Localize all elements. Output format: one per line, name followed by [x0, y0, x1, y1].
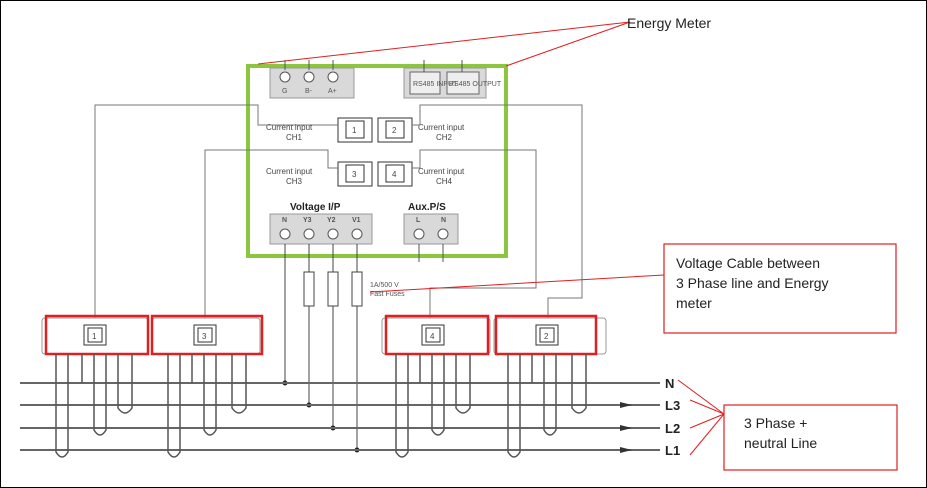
fuse-y3 [303, 271, 315, 307]
label-fuse_label_line1: 1A/500 V [370, 282, 399, 289]
label-fuse_label_line2: Fast Fuses [370, 291, 405, 298]
top-terminal-g: G [279, 71, 291, 95]
label-meter-voltage_terminals-2: Y2 [327, 217, 336, 224]
label-lines-1: L3 [665, 398, 680, 413]
rs485-output-port [446, 71, 480, 95]
fuse-y2 [327, 271, 339, 307]
top-terminal-b: B- [303, 71, 315, 95]
aux-terminal-block [403, 213, 459, 245]
energy-meter-pointer-1 [257, 21, 631, 65]
energy-meter-label: Energy Meter [627, 15, 711, 31]
label-meter-voltage_terminals-1: Y3 [303, 217, 312, 224]
three-phase-pointer [677, 379, 725, 456]
label-cts-0: 1 [92, 332, 97, 341]
current-transformer-1: 1 [41, 314, 150, 458]
label-annotations-voltage_cable-0: Voltage Cable between [676, 255, 820, 271]
label-meter-top_right_boxes-1: RS485 OUTPUT [449, 81, 502, 88]
ct4-wire [412, 149, 537, 318]
label-meter-voltage_terminals-3: V1 [352, 217, 361, 224]
label-cts-2: 4 [430, 332, 435, 341]
label-annotations-voltage_cable-1: 3 Phase line and Energy [676, 275, 829, 291]
voltage-cable-pointer [369, 274, 665, 293]
ct2-wire [412, 104, 583, 318]
label-meter-ct_inputs-2-num: 3 [352, 170, 357, 179]
label-annotations-three_phase-1: neutral Line [744, 435, 817, 451]
current-transformer-3: 3 [150, 314, 264, 458]
current-transformer-2: 2 [493, 314, 607, 458]
label-meter-ct_inputs-3-num: 4 [392, 170, 397, 179]
label-meter-ct_inputs-0-label: Current input [266, 123, 313, 132]
label-meter-voltage_title: Voltage I/P [290, 202, 341, 213]
label-meter-ct_inputs-2-sub: CH3 [286, 177, 303, 186]
label-meter-aux_title: Aux.P/S [408, 202, 446, 213]
rs485-input-port [409, 71, 441, 95]
energy-meter-pointer-2 [505, 21, 631, 67]
label-lines-2: L2 [665, 421, 680, 436]
label-meter-top_terminals-0: G [282, 88, 287, 95]
voltage-cable-callout [663, 243, 897, 334]
label-meter-ct_inputs-3-sub: CH4 [436, 177, 453, 186]
label-meter-ct_inputs-0-num: 1 [352, 126, 357, 135]
three-phase-callout [723, 404, 898, 471]
label-meter-ct_inputs-3-label: Current input [418, 167, 465, 176]
label-meter-ct_inputs-1-num: 2 [392, 126, 397, 135]
label-annotations-voltage_cable-2: meter [676, 295, 712, 311]
label-meter-ct_inputs-0-sub: CH1 [286, 133, 303, 142]
label-meter-ct_inputs-1-sub: CH2 [436, 133, 453, 142]
label-meter-voltage_terminals-0: N [282, 217, 287, 224]
label-meter-ct_inputs-2-label: Current input [266, 167, 313, 176]
label-meter-aux_terminals-1: N [441, 217, 446, 224]
fuse-v1 [351, 271, 363, 307]
label-lines-0: N [665, 376, 674, 391]
label-meter-top_terminals-1: B- [305, 88, 313, 95]
label-annotations-three_phase-0: 3 Phase + [744, 415, 807, 431]
top-terminal-a: A+ [327, 71, 339, 95]
label-meter-top_right_boxes-0: RS485 INPUT [413, 81, 458, 88]
label-meter-top_terminals-2: A+ [328, 88, 337, 95]
ct3-wire [204, 149, 338, 318]
ct1-wire [94, 104, 338, 318]
label-cts-1: 3 [202, 332, 207, 341]
label-meter-ct_inputs-1-label: Current input [418, 123, 465, 132]
current-transformer-4: 4 [381, 314, 491, 458]
label-lines-3: L1 [665, 443, 680, 458]
label-meter-aux_terminals-0: L [416, 217, 421, 224]
label-cts-3: 2 [544, 332, 549, 341]
